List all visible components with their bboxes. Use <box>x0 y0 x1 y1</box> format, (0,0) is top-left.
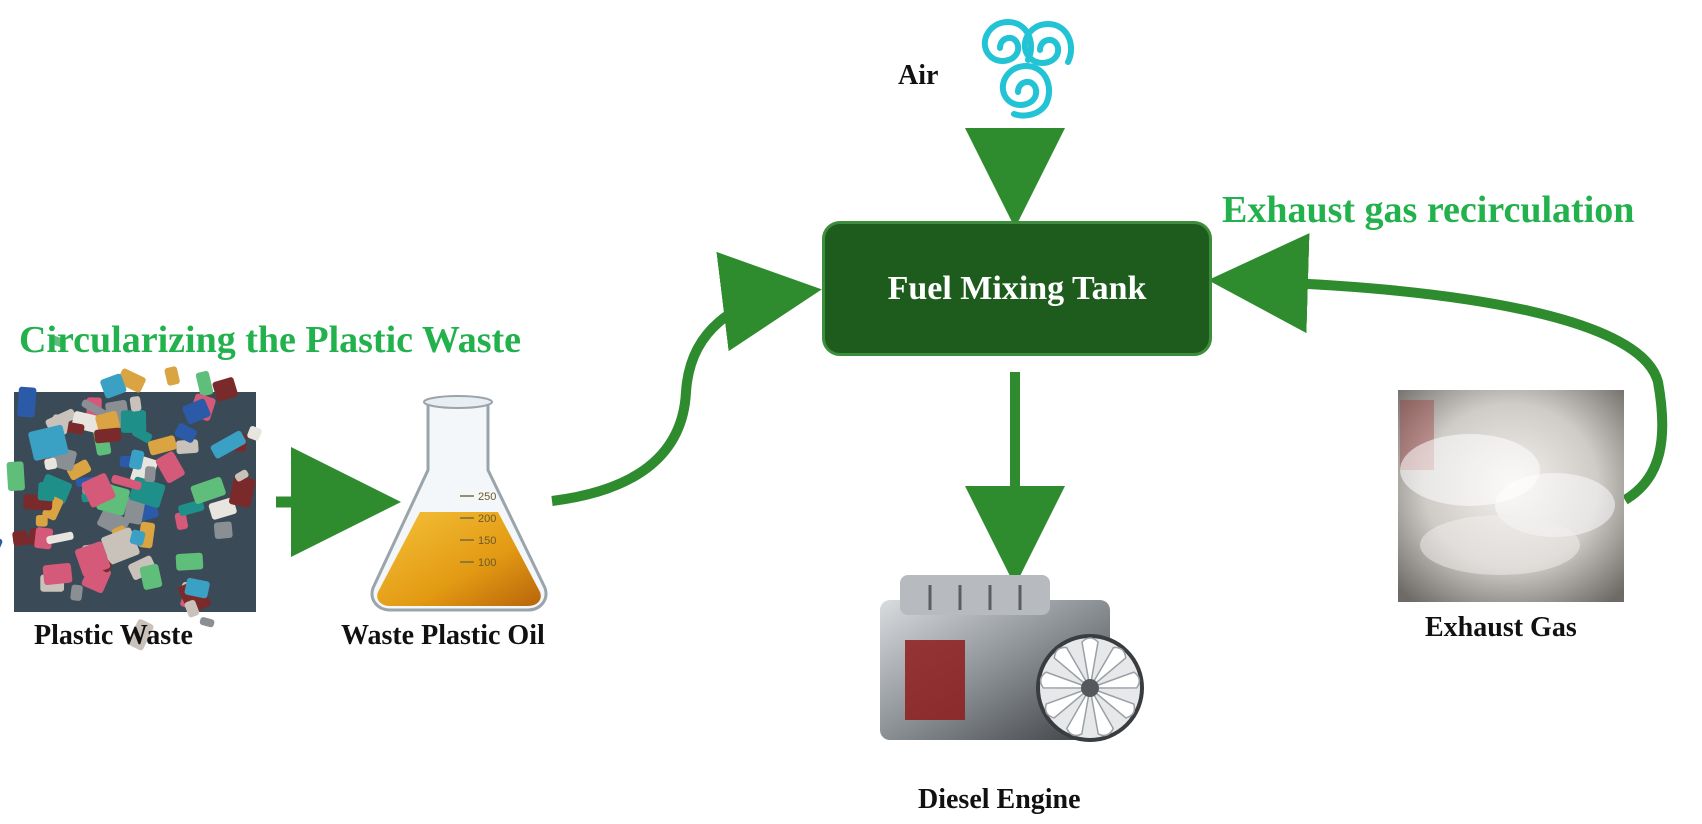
plastic-piece <box>100 373 127 399</box>
fuel-mixing-tank: Fuel Mixing Tank <box>822 221 1212 356</box>
diesel-engine-label: Diesel Engine <box>918 784 1081 815</box>
plastic-piece <box>70 584 83 601</box>
exhaust-gas-label: Exhaust Gas <box>1425 612 1577 643</box>
plastic-piece <box>17 386 37 418</box>
fuel-mixing-tank-label: Fuel Mixing Tank <box>887 269 1147 307</box>
plastic-waste-label: Plastic Waste <box>34 620 193 651</box>
plastic-piece <box>128 449 145 470</box>
diesel-engine-photo <box>880 575 1144 742</box>
plastic-piece <box>175 552 204 571</box>
fan-blade <box>1039 671 1091 689</box>
plastic-piece <box>94 427 122 444</box>
flask-mark-150: 150 <box>478 535 496 547</box>
plastic-piece <box>199 617 215 628</box>
plastic-piece <box>247 426 262 441</box>
plastic-piece <box>164 366 180 386</box>
plastic-piece <box>195 370 214 397</box>
plastic-piece <box>129 529 146 546</box>
flask-mark-200: 200 <box>478 513 496 525</box>
fan-blade <box>1053 646 1091 689</box>
plastic-piece <box>155 451 185 483</box>
fan-blade <box>1089 687 1115 737</box>
exhaust-smoke-photo <box>1398 390 1624 602</box>
plastic-piece <box>144 466 156 483</box>
air-swirl-icon <box>981 18 1075 119</box>
plastic-piece <box>0 533 3 554</box>
plastic-piece <box>127 619 154 651</box>
plastic-piece <box>6 461 25 492</box>
plastic-piece <box>132 426 153 443</box>
plastic-piece <box>50 335 66 348</box>
plastic-piece <box>35 514 48 527</box>
plastic-piece <box>190 476 226 504</box>
arrow-exhaust-recirculation <box>1208 233 1668 505</box>
erlenmeyer-flask-icon: 250 200 150 100 <box>370 395 548 612</box>
plastic-piece <box>129 396 142 412</box>
plastic-piece <box>234 469 249 482</box>
plastic-piece <box>44 457 58 470</box>
plastic-piece <box>174 512 188 530</box>
plastic-piece <box>111 474 142 490</box>
plastic-piece <box>117 368 146 393</box>
plastic-piece <box>176 439 199 455</box>
headline-circularizing: Circularizing the Plastic Waste <box>19 319 522 361</box>
plastic-piece <box>12 530 29 546</box>
plastic-piece <box>46 531 74 545</box>
plastic-piece <box>95 410 120 433</box>
plastic-piece <box>184 599 200 618</box>
plastic-piece <box>147 435 177 456</box>
plastic-piece <box>210 430 246 459</box>
plastic-piece <box>139 563 163 590</box>
fan-blade <box>1044 687 1091 719</box>
plastic-piece <box>34 527 54 550</box>
plastic-piece <box>37 482 56 502</box>
fan-blade <box>1089 687 1136 719</box>
plastic-piece <box>212 377 238 402</box>
plastic-waste-photo <box>0 335 262 651</box>
flask-mark-250: 250 <box>478 491 496 503</box>
plastic-piece <box>213 521 233 539</box>
plastic-piece <box>81 473 116 508</box>
plastic-piece <box>28 424 69 461</box>
fan-blade <box>1089 646 1127 689</box>
arrow-oil-to-tank <box>551 251 822 506</box>
flask-mark-100: 100 <box>478 557 496 569</box>
headline-exhaust-recirculation: Exhaust gas recirculation <box>1222 189 1635 231</box>
fan-blade <box>1065 687 1091 737</box>
plastic-piece <box>228 475 256 508</box>
plastic-piece <box>75 541 111 577</box>
plastic-piece <box>184 577 210 599</box>
fan-blade <box>1089 671 1141 689</box>
plastic-piece <box>182 398 211 425</box>
plastic-piece <box>66 459 92 481</box>
plastic-piece <box>123 496 146 525</box>
air-label: Air <box>898 60 939 91</box>
plastic-piece <box>120 410 147 433</box>
fan-blade <box>1081 637 1099 689</box>
plastic-piece <box>101 527 140 565</box>
plastic-piece <box>174 423 197 443</box>
plastic-piece <box>42 563 73 586</box>
waste-plastic-oil-label: Waste Plastic Oil <box>341 620 545 651</box>
